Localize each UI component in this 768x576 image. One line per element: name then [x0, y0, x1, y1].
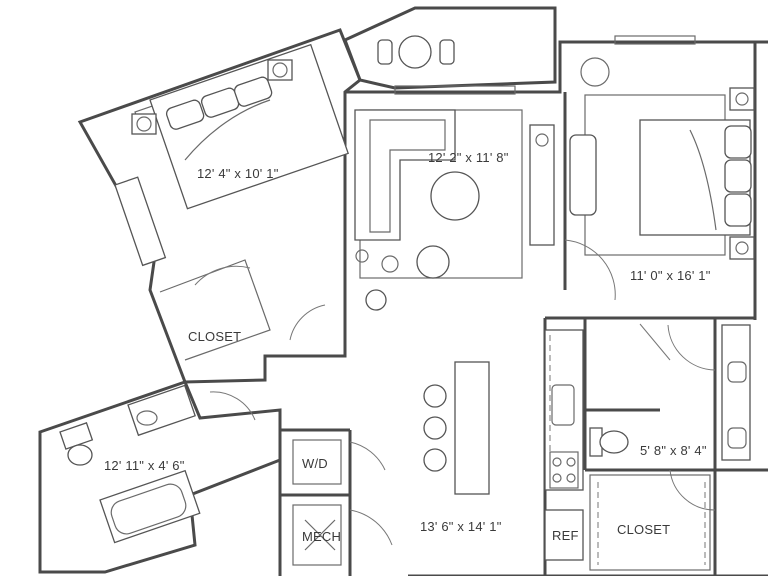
- living-furniture: [354, 109, 555, 311]
- bath-left-fixtures: [59, 384, 256, 544]
- right-bedroom-furniture: [564, 57, 755, 301]
- balcony-table: [377, 35, 455, 69]
- bedroom-right-dims: 11' 0" x 16' 1": [630, 268, 711, 283]
- closet-right: [589, 474, 711, 571]
- ref-label: REF: [552, 528, 579, 543]
- walls: [38, 6, 768, 576]
- utility-fixtures: [292, 439, 393, 566]
- bedroom-left-dims: 12' 4" x 10' 1": [197, 166, 279, 181]
- bath-left-dims: 12' 11" x 4' 6": [104, 458, 185, 473]
- living-dims: 12' 2" x 11' 8": [428, 150, 509, 165]
- closet-left-label: CLOSET: [188, 329, 241, 344]
- closet-right-label: CLOSET: [617, 522, 670, 537]
- kitchen-dims: 13' 6" x 14' 1": [420, 519, 502, 534]
- closet-left: [159, 259, 326, 361]
- bath-right-dims: 5' 8" x 8' 4": [640, 443, 707, 458]
- mech-label: MECH: [302, 529, 341, 544]
- left-bedroom-furniture: [114, 43, 350, 267]
- room-labels: 12' 4" x 10' 1" 12' 2" x 11' 8" 11' 0" x…: [104, 150, 711, 544]
- bath-right-fixtures: [589, 323, 751, 511]
- wd-label: W/D: [302, 456, 328, 471]
- kitchen-fixtures: [423, 329, 584, 561]
